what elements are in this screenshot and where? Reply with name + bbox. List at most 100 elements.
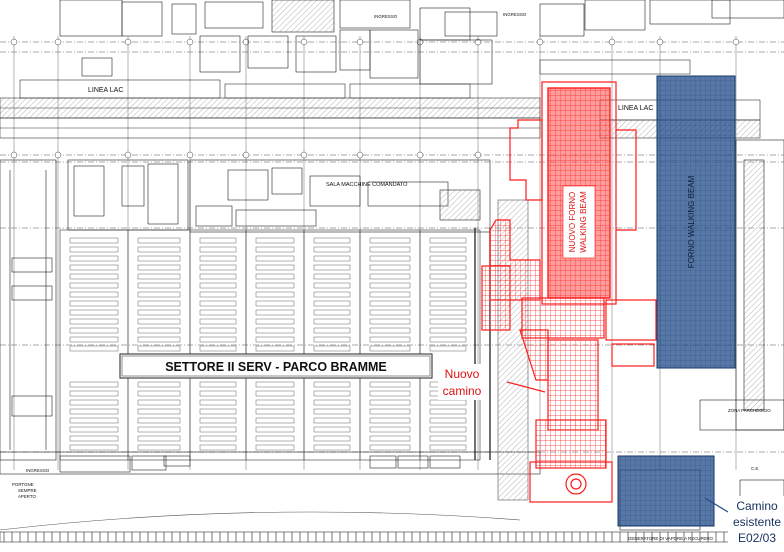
slab-stack (69, 255, 119, 262)
slab-stack (429, 426, 467, 433)
slab-stack (255, 318, 295, 325)
slab-stack (199, 390, 237, 397)
slab-stack (137, 417, 181, 424)
slab-stack (137, 426, 181, 433)
slab-stack (69, 381, 119, 388)
existing-furnace-overlay (617, 75, 736, 527)
slab-stack (255, 264, 295, 271)
slab-stack (255, 282, 295, 289)
slab-stack (255, 309, 295, 316)
new-furnace-overlay (481, 81, 657, 503)
sector-banner: SETTORE II SERV - PARCO BRAMME (119, 353, 433, 379)
slab-stack (313, 318, 351, 325)
slab-stack (69, 291, 119, 298)
slab-stack (369, 318, 411, 325)
slab-stack (369, 399, 411, 406)
slab-stacks (69, 237, 467, 451)
slab-stack (137, 300, 181, 307)
slab-stack (369, 282, 411, 289)
slab-stack (137, 336, 181, 343)
slab-stack (369, 300, 411, 307)
slab-stack (255, 345, 295, 352)
slab-stack (429, 291, 467, 298)
slab-stack (199, 282, 237, 289)
slab-stack (69, 435, 119, 442)
slab-stack (313, 300, 351, 307)
slab-stack (137, 282, 181, 289)
slab-stack (137, 309, 181, 316)
slab-stack (137, 408, 181, 415)
slab-stack (255, 246, 295, 253)
aperto-label: APERTO (18, 494, 36, 499)
slab-stack (313, 255, 351, 262)
callouts: Nuovo camino Camino esistente E02/03 (438, 364, 784, 548)
slab-stack (255, 408, 295, 415)
slab-stack (313, 336, 351, 343)
nuovo-camino-line1: Nuovo (445, 367, 480, 381)
ingresso-top-right-label: INGRESSO (503, 12, 527, 17)
slab-stack (199, 399, 237, 406)
slab-stack (369, 435, 411, 442)
slab-stack (313, 417, 351, 424)
slab-stack (429, 435, 467, 442)
slab-stack (369, 408, 411, 415)
top-service-rooms (59, 0, 784, 85)
slab-stack (255, 381, 295, 388)
slab-stack (69, 300, 119, 307)
slab-stack (137, 273, 181, 280)
slab-stack (69, 318, 119, 325)
slab-stack (255, 300, 295, 307)
slab-stack (313, 399, 351, 406)
slab-stack (69, 336, 119, 343)
slab-stack (69, 426, 119, 433)
slab-stack (255, 435, 295, 442)
slab-stack (137, 255, 181, 262)
slab-stack (199, 237, 237, 244)
slab-stack (137, 264, 181, 271)
slab-stack (69, 345, 119, 352)
slab-stack (429, 444, 467, 451)
slab-stack (255, 417, 295, 424)
slab-stack (255, 399, 295, 406)
slab-stack (199, 336, 237, 343)
slab-stack (255, 255, 295, 262)
slab-stack (429, 345, 467, 352)
slab-stack (137, 381, 181, 388)
slab-stack (199, 444, 237, 451)
camino-esistente-line3: E02/03 (738, 531, 776, 545)
nuovo-camino-line2: camino (443, 384, 482, 398)
slab-stack (369, 309, 411, 316)
slab-stack (137, 237, 181, 244)
slab-stack (313, 237, 351, 244)
zona-label: ZONA PARCHEGGIO (728, 408, 771, 413)
slab-stack (313, 345, 351, 352)
slab-stack (199, 327, 237, 334)
slab-stack (69, 309, 119, 316)
slab-stack (199, 255, 237, 262)
slab-stack (199, 309, 237, 316)
slab-stack (137, 291, 181, 298)
slab-stack (313, 435, 351, 442)
machine-room (67, 159, 491, 233)
slab-stack (255, 273, 295, 280)
slab-stack (369, 381, 411, 388)
ingresso-bottom-label: INGRESSO (26, 468, 50, 473)
slab-stack (313, 291, 351, 298)
slab-stack (255, 426, 295, 433)
slab-stack (255, 291, 295, 298)
slab-stack (137, 435, 181, 442)
slab-stack (255, 237, 295, 244)
slab-stack (199, 300, 237, 307)
slab-stack (429, 300, 467, 307)
slab-stack (69, 273, 119, 280)
portone-label: PORTONE (12, 482, 34, 487)
slab-stack (369, 273, 411, 280)
slab-stack (255, 444, 295, 451)
slab-stack (69, 417, 119, 424)
slab-stack (369, 246, 411, 253)
slab-stack (69, 390, 119, 397)
slab-stack (369, 345, 411, 352)
slab-stack (429, 246, 467, 253)
